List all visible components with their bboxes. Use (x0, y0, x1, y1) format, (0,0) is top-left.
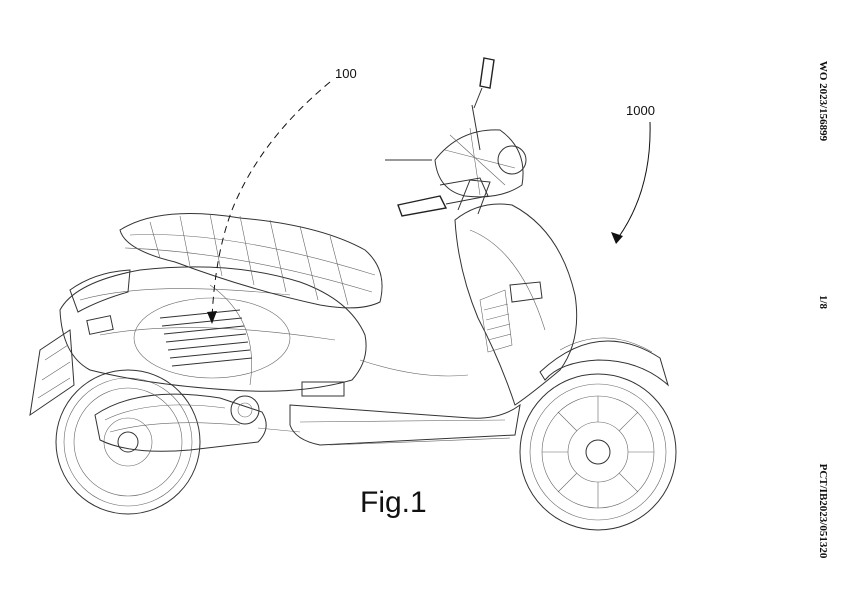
front-mudguard (539, 340, 669, 387)
rear-wheel (55, 369, 201, 515)
handlebar-headset (397, 57, 527, 217)
leader-1000 (617, 121, 651, 239)
reference-numeral-1000: 1000 (626, 103, 655, 118)
leg-shield (454, 203, 578, 406)
application-number: PCT/IB2023/051320 (817, 463, 829, 559)
leader-100 (211, 81, 331, 319)
tail-assembly (29, 269, 131, 417)
seat (119, 213, 383, 309)
arrow-100 (207, 311, 217, 324)
arrow-1000 (611, 232, 623, 244)
floorboard-frame (289, 359, 521, 446)
front-wheel (519, 373, 677, 531)
steering-column (457, 179, 491, 215)
reference-numeral-100: 100 (335, 66, 357, 81)
publication-number: WO 2023/156899 (817, 60, 829, 142)
rear-body-cowl (59, 266, 367, 392)
engine-swingarm (94, 393, 301, 452)
sheet-number: 1/8 (817, 294, 829, 310)
figure-caption: Fig.1 (360, 486, 427, 519)
